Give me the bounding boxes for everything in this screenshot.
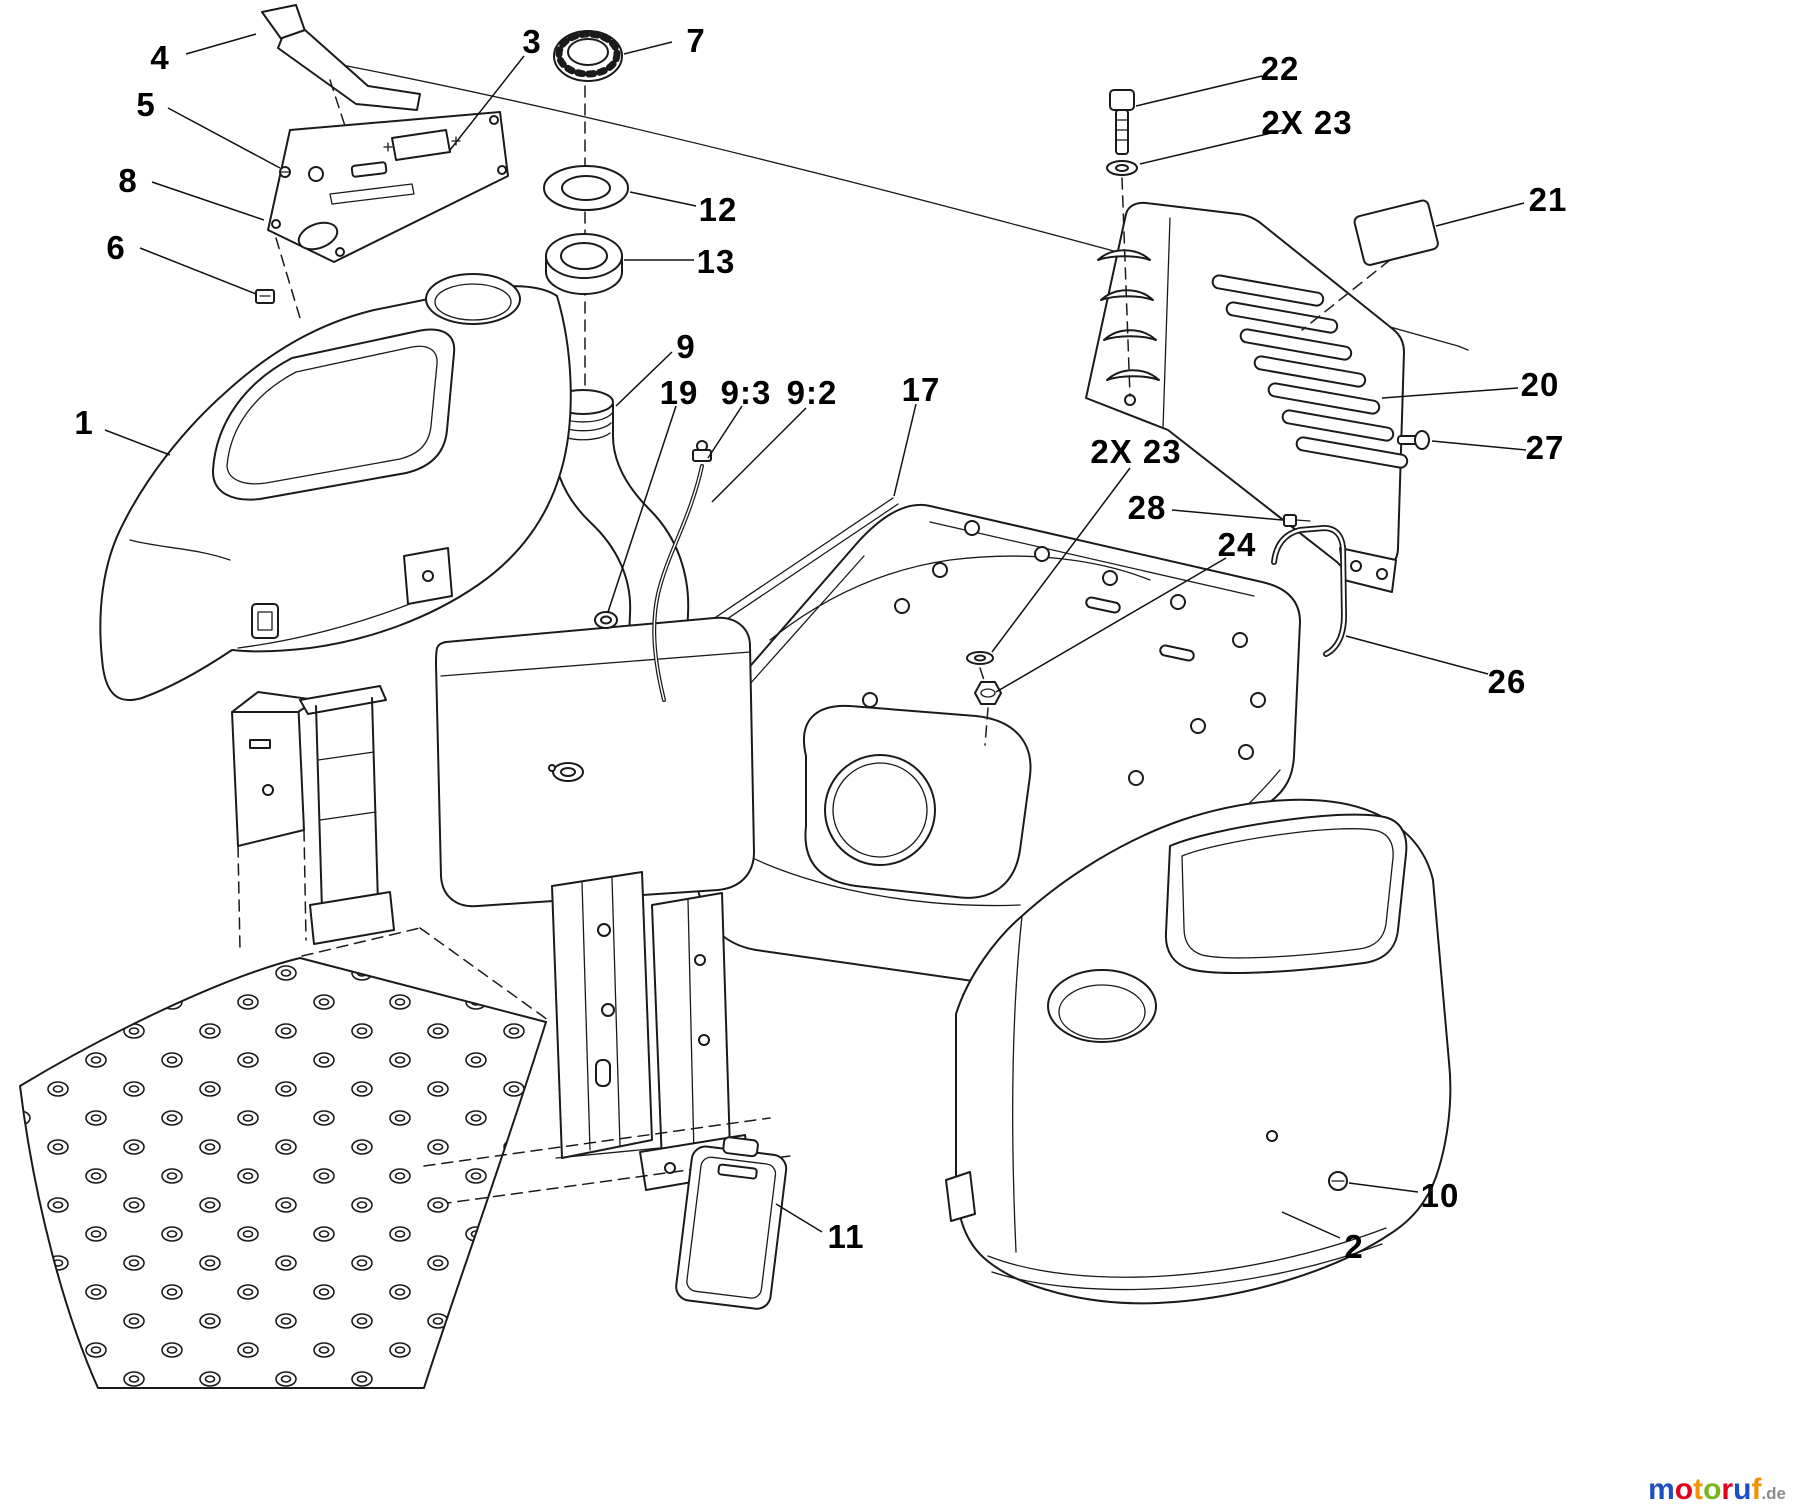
fuel-cap <box>553 30 623 82</box>
watermark-letter: u <box>1733 1473 1752 1506</box>
callout-4: 4 <box>150 39 170 76</box>
watermark-letter: r <box>1721 1473 1734 1506</box>
callout-9-3: 9:3 <box>720 374 772 411</box>
callout-2: 2 <box>1344 1228 1364 1265</box>
callout-12: 12 <box>698 191 738 228</box>
callout-24: 24 <box>1217 526 1257 563</box>
vent-fitting <box>652 440 712 702</box>
flange-nut <box>974 667 1002 746</box>
callout-27: 27 <box>1525 429 1565 466</box>
shield-washer <box>1106 160 1138 176</box>
gasket-ring <box>543 165 629 211</box>
callout-leader-lines <box>104 33 1527 1239</box>
watermark-letter: o <box>1674 1473 1694 1506</box>
watermark-letter: t <box>1693 1473 1704 1506</box>
warning-label-plate <box>1353 199 1439 266</box>
callout-11: 11 <box>827 1218 865 1255</box>
label-alignment-line <box>1301 259 1391 331</box>
callout-13: 13 <box>696 243 736 280</box>
callout-10: 10 <box>1420 1177 1460 1214</box>
tank-bracket-right <box>299 685 395 945</box>
watermark-letter: m <box>1648 1473 1675 1506</box>
rear-cowling <box>945 798 1452 1305</box>
callout-26: 26 <box>1487 663 1527 700</box>
callout-21: 21 <box>1528 181 1568 218</box>
watermark-domain-suffix: .de <box>1761 1484 1786 1503</box>
callout-9-2: 9:2 <box>786 374 838 411</box>
support-handle-rod <box>1271 525 1347 657</box>
frame-tower-left <box>551 871 653 1159</box>
push-clip <box>1283 514 1311 527</box>
callout-17: 17 <box>901 371 941 408</box>
cowling-screw <box>1328 1171 1348 1191</box>
battery-cover <box>675 1136 788 1310</box>
callout-23-mid: 2X 23 <box>1090 433 1182 470</box>
tank-bracket-left <box>231 691 317 951</box>
shield-bolt <box>1109 89 1135 155</box>
callout-3: 3 <box>522 23 542 60</box>
callout-5: 5 <box>136 86 156 123</box>
shield-screw <box>1397 430 1430 450</box>
heat-shield <box>1085 201 1409 593</box>
callout-22: 22 <box>1260 50 1300 87</box>
callout-9: 9 <box>676 328 696 365</box>
callout-19: 19 <box>659 374 699 411</box>
cable-clip <box>255 289 275 304</box>
console-housing <box>99 273 572 702</box>
bolt-alignment-line <box>1121 177 1131 397</box>
callout-28: 28 <box>1127 489 1167 526</box>
panel-screw <box>279 166 291 178</box>
callout-6: 6 <box>106 229 126 266</box>
callout-20: 20 <box>1520 366 1560 403</box>
watermark-letter: f <box>1751 1473 1762 1506</box>
watermark-logo: motoruf.de <box>1648 1475 1786 1505</box>
footrest-plate <box>19 927 549 1389</box>
callout-23-top: 2X 23 <box>1261 104 1353 141</box>
callout-7: 7 <box>686 22 706 59</box>
callout-8: 8 <box>118 162 138 199</box>
foam-ring <box>545 233 623 295</box>
throttle-lever <box>261 4 421 127</box>
flange-washer <box>966 651 994 665</box>
callout-1: 1 <box>74 404 94 441</box>
watermark-letter: o <box>1703 1473 1722 1506</box>
control-panel <box>267 111 509 319</box>
